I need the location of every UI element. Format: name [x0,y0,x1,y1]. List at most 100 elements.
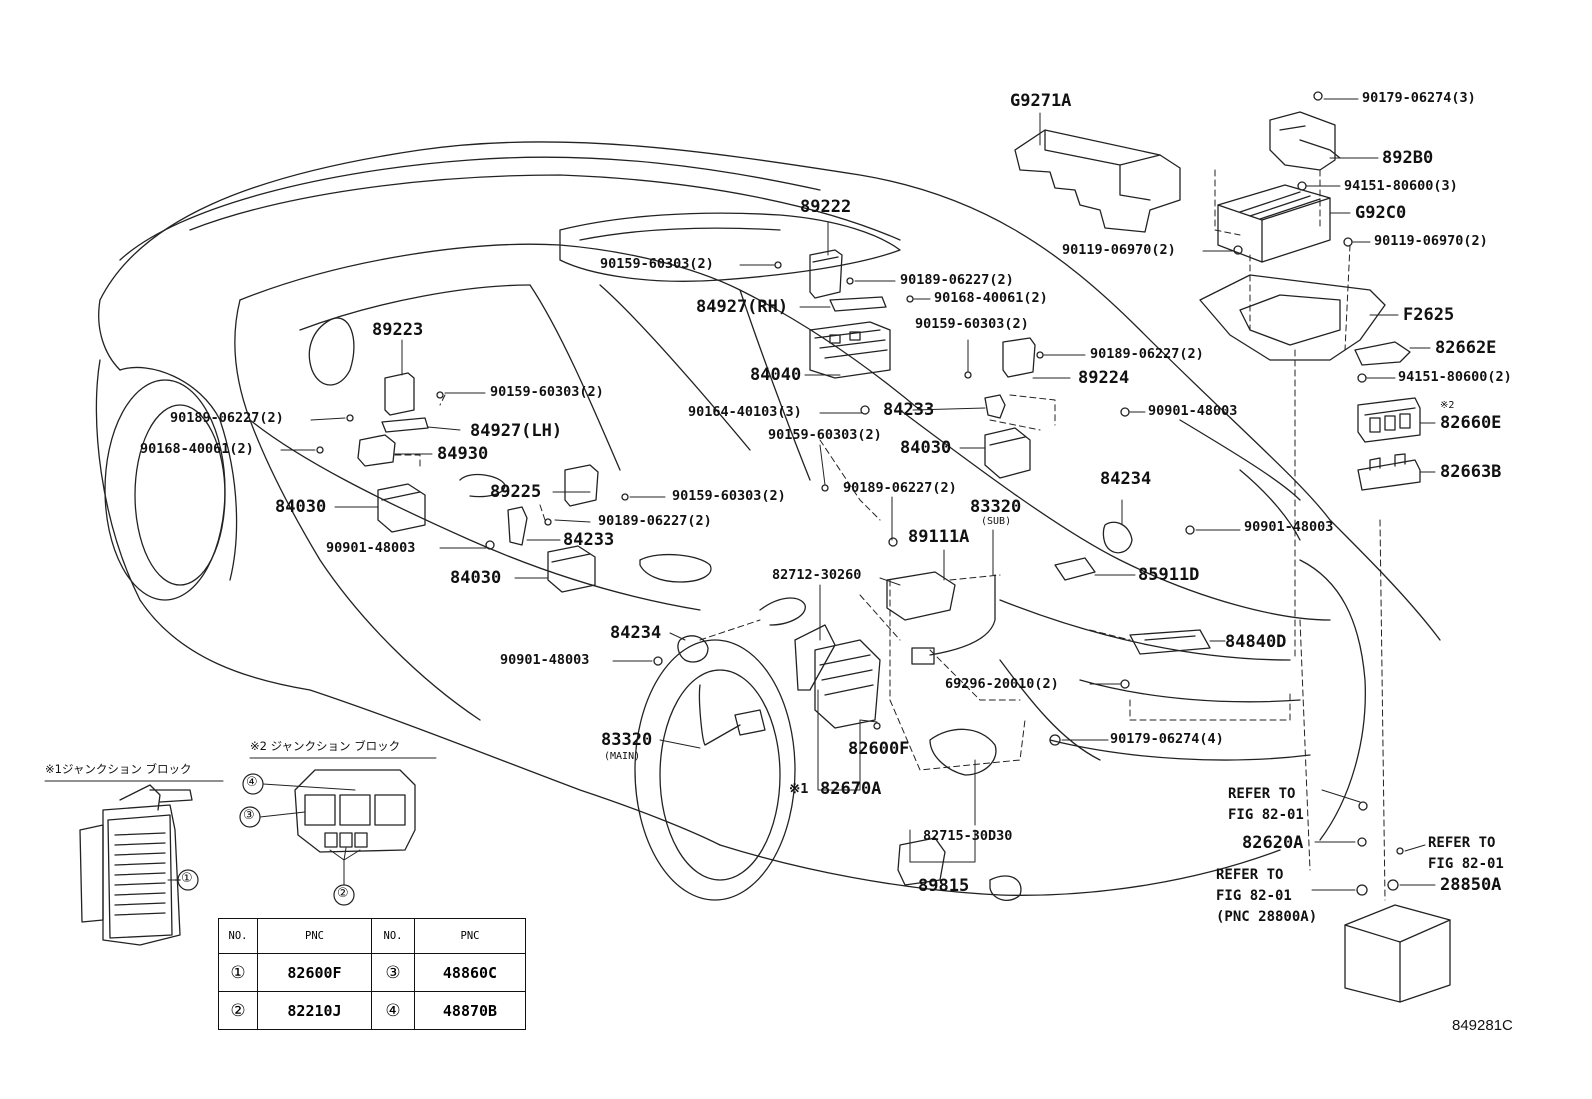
component-84030r [984,427,1031,479]
label-84030-right: 84030 [900,438,952,458]
component-84930 [357,434,396,467]
label-refer-fig-82-01-a: REFER TO FIG 82-01 [1228,786,1304,823]
table-cell-pnc: 82210J [257,991,372,1030]
label-82660e: 82660E [1440,413,1502,433]
label-94151-80600-3: 94151-80600(3) [1344,178,1458,194]
label-90119-06970-left: 90119-06970(2) [1062,242,1176,258]
component-89223 [384,372,415,416]
dashed-leaders [394,169,1386,901]
table-cell-pnc: 48870B [414,991,526,1030]
component-89222 [809,249,843,299]
header-pnc-2: PNC [414,918,526,954]
label-89222: 89222 [800,197,852,217]
label-89111a: 89111A [908,527,970,547]
label-90159-60303-left: 90159-60303(2) [490,384,604,400]
table-cell-pnc: 48860C [414,953,526,992]
callout-1: ① [181,871,193,886]
label-g9271a: G9271A [1010,91,1072,111]
table-row: ① 82600F ③ 48860C [218,953,526,992]
label-82620a: 82620A [1242,833,1304,853]
label-sub: (SUB) [981,516,1012,527]
callout-2: ② [337,886,349,901]
label-90189-06227-top: 90189-06227(2) [900,272,1014,288]
header-no-1: NO. [218,918,258,954]
component-892b0 [1269,111,1341,171]
label-90901-48003-r2: 90901-48003 [1244,519,1334,535]
label-89224: 89224 [1078,368,1130,388]
component-89224 [1002,337,1036,378]
label-84233-right: 84233 [883,400,935,420]
component-84927rh [829,296,887,312]
car-body-outline [95,141,1441,901]
header-pnc-1: PNC [257,918,372,954]
component-84927lh [381,417,429,433]
label-90168-40061-left: 90168-40061(2) [140,441,254,457]
label-83320-sub: 83320 [970,497,1022,517]
label-90179-06274-4: 90179-06274(4) [1110,731,1224,747]
label-82662e: 82662E [1435,338,1497,358]
component-g92c0 [1217,184,1331,263]
junction-block-2-drawing [239,757,437,906]
label-90189-06227-left: 90189-06227(2) [170,410,284,426]
label-82600f: 82600F [848,739,910,759]
label-84040: 84040 [750,365,802,385]
header-no-2: NO. [371,918,415,954]
callout-4: ④ [246,775,258,790]
table-cell-no: ④ [371,991,415,1030]
label-90189-06227-lower: 90189-06227(2) [598,513,712,529]
table-row: ② 82210J ④ 48870B [218,991,526,1030]
label-89815: 89815 [918,876,970,896]
component-82662e [1354,341,1411,366]
label-main: (MAIN) [604,751,641,762]
label-84930: 84930 [437,444,489,464]
label-84234-left: 84234 [610,623,662,643]
label-90901-48003-left-2: 90901-48003 [500,652,590,668]
label-90159-60303-top: 90159-60303(2) [600,256,714,272]
label-90159-60303-lower: 90159-60303(2) [672,488,786,504]
table-cell-no: ① [218,953,258,992]
label-90159-60303-center: 90159-60303(2) [768,427,882,443]
label-89223: 89223 [372,320,424,340]
component-84030l [377,483,426,533]
label-84927-rh: 84927(RH) [696,297,789,317]
label-94151-80600-2: 94151-80600(2) [1398,369,1512,385]
label-82715-30d30: 82715-30D30 [923,828,1013,844]
label-90164-40103: 90164-40103(3) [688,404,802,420]
label-refer-fig-82-01-b: REFER TO FIG 82-01 [1428,835,1504,872]
label-82670a: 82670A [820,779,882,799]
label-82712-30260: 82712-30260 [772,567,862,583]
component-82663b [1357,453,1421,491]
component-83320main [698,684,766,746]
label-90189-06227-center: 90189-06227(2) [843,480,957,496]
component-84030l2 [547,545,596,593]
label-82663b: 82663B [1440,462,1502,482]
component-85911d [1054,557,1096,581]
label-90901-48003-r1: 90901-48003 [1148,403,1238,419]
callout-3: ③ [243,808,255,823]
component-84233r [984,394,1006,419]
label-28850a: 28850A [1440,875,1502,895]
label-85911d: 85911D [1138,565,1200,585]
label-90119-06970-right: 90119-06970(2) [1374,233,1488,249]
label-83320-main: 83320 [601,730,653,750]
junction-block-1-title: ※1ジャンクション ブロック [45,762,192,776]
component-89111a [886,571,956,621]
label-g92c0: G92C0 [1355,203,1407,223]
label-mark-1: ※1 [789,781,809,797]
table-cell-no: ② [218,991,258,1030]
label-69296-20010: 69296-20010(2) [945,676,1059,692]
component-84233l [507,506,528,546]
label-90168-40061-top: 90168-40061(2) [934,290,1048,306]
component-84234r [1102,521,1133,554]
table-cell-no: ③ [371,953,415,992]
junction-block-1-drawing [44,780,224,946]
label-refer-fig-82-01-c: REFER TO FIG 82-01 (PNC 28800A) [1216,867,1318,925]
component-clips [316,91,1404,896]
component-g9271a [1014,129,1181,233]
pnc-table: NO. PNC NO. PNC ① 82600F ③ 48860C ② 8221… [218,918,526,1030]
label-90159-60303-mid: 90159-60303(2) [915,316,1029,332]
table-cell-pnc: 82600F [257,953,372,992]
label-90189-06227-mid: 90189-06227(2) [1090,346,1204,362]
pnc-table-header: NO. PNC NO. PNC [218,918,526,954]
